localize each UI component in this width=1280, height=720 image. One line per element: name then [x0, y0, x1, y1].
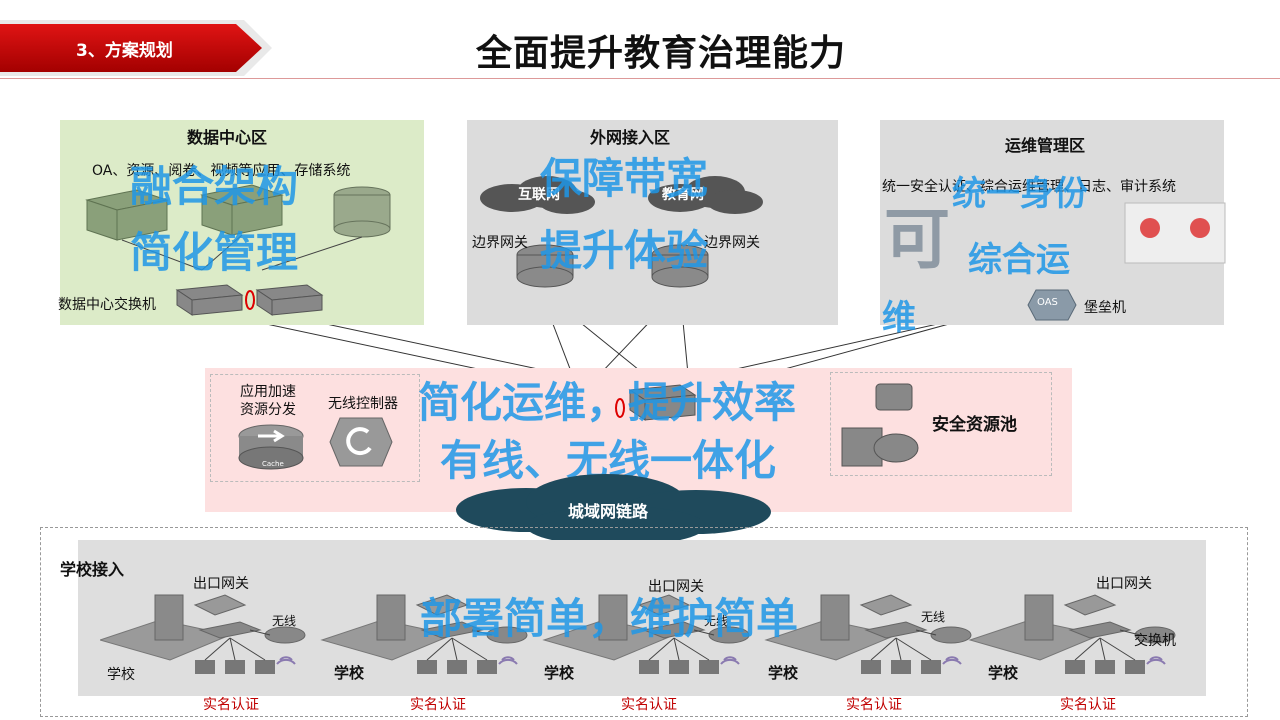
extranet-overlay-1: 保障带宽	[540, 154, 709, 203]
school-4-auth: 实名认证	[846, 697, 902, 713]
internet-cloud-label: 互联网	[518, 187, 560, 203]
bastion-label: 堡垒机	[1084, 300, 1126, 316]
edunet-cloud-label: 教育网	[662, 187, 704, 203]
core-switch-icons	[615, 384, 697, 421]
core-right-box	[830, 372, 1052, 476]
school-4-wireless: 无线	[921, 610, 946, 624]
core-overlay-1: 简化运维，提升效率	[418, 378, 797, 427]
ops-overlay-3: 维	[882, 298, 916, 338]
datacenter-apps: OA、资源、阅卷、视频等应用、存储系统	[92, 163, 351, 179]
school-5-switch: 交换机	[1134, 633, 1176, 649]
school-5-gateway: 出口网关	[1096, 576, 1152, 592]
ops-systems: 统一安全认证、综合运维管理、日志、审计系统	[882, 179, 1176, 195]
schools-frame	[40, 527, 1248, 717]
ops-overlay-big: 可	[884, 201, 950, 278]
ops-overlay-1: 统一身份	[952, 174, 1088, 214]
datacenter-title: 数据中心区	[187, 128, 268, 147]
ops-title: 运维管理区	[1005, 136, 1086, 155]
school-3-name: 学校	[544, 664, 575, 682]
school-3-wireless: 无线	[704, 614, 729, 628]
schools-title: 学校接入	[60, 560, 125, 579]
extranet-gateway-left: 边界网关	[472, 235, 528, 251]
oas-icon-text: OAS	[1037, 297, 1058, 308]
internet-cloud-icon	[480, 176, 595, 214]
extranet-zone	[467, 120, 838, 325]
datacenter-overlay-1: 融合架构	[130, 162, 299, 211]
page-title: 全面提升教育治理能力	[476, 33, 847, 74]
school-2-auth: 实名认证	[410, 697, 466, 713]
school-5-auth: 实名认证	[1060, 697, 1116, 713]
cache-icon-text: Cache	[262, 460, 284, 468]
wireless-controller-label: 无线控制器	[328, 396, 398, 412]
wireless-controller-icon	[329, 417, 393, 467]
security-device-icons	[841, 383, 919, 467]
ops-console-icon	[1124, 202, 1226, 264]
school-3-gateway: 出口网关	[648, 579, 704, 595]
cache-icon	[238, 424, 304, 470]
extranet-router-icons	[516, 244, 709, 288]
datacenter-switch-icons	[175, 284, 324, 316]
extranet-title: 外网接入区	[590, 128, 671, 147]
school-1-auth: 实名认证	[203, 697, 259, 713]
ops-overlay-2: 综合运	[968, 240, 1070, 280]
wan-label: 城域网链路	[568, 502, 649, 521]
school-5-name: 学校	[988, 664, 1019, 682]
school-1-name: 学校	[107, 667, 135, 683]
header-divider	[0, 78, 1280, 79]
school-3-auth: 实名认证	[621, 697, 677, 713]
school-1-wireless: 无线	[272, 614, 297, 628]
school-4-name: 学校	[768, 664, 799, 682]
app-accel-label: 应用加速 资源分发	[240, 384, 296, 418]
school-1-gateway: 出口网关	[193, 576, 249, 592]
core-left-box	[210, 374, 420, 482]
datacenter-overlay-2: 简化管理	[130, 228, 299, 277]
section-label: 3、方案规划	[76, 41, 173, 61]
section-tab	[0, 20, 272, 76]
schools-overlay: 部署简单，维护简单	[420, 594, 799, 643]
datacenter-switch-label: 数据中心交换机	[58, 297, 156, 313]
server-rack-icons	[85, 184, 391, 271]
edunet-cloud-icon	[648, 176, 763, 214]
bastion-icon	[1027, 289, 1077, 321]
wan-cloud-icon	[456, 474, 771, 546]
security-pool-label: 安全资源池	[932, 415, 1017, 435]
extranet-overlay-2: 提升体验	[540, 226, 709, 275]
extranet-gateway-right: 边界网关	[704, 235, 760, 251]
school-2-name: 学校	[334, 664, 365, 682]
